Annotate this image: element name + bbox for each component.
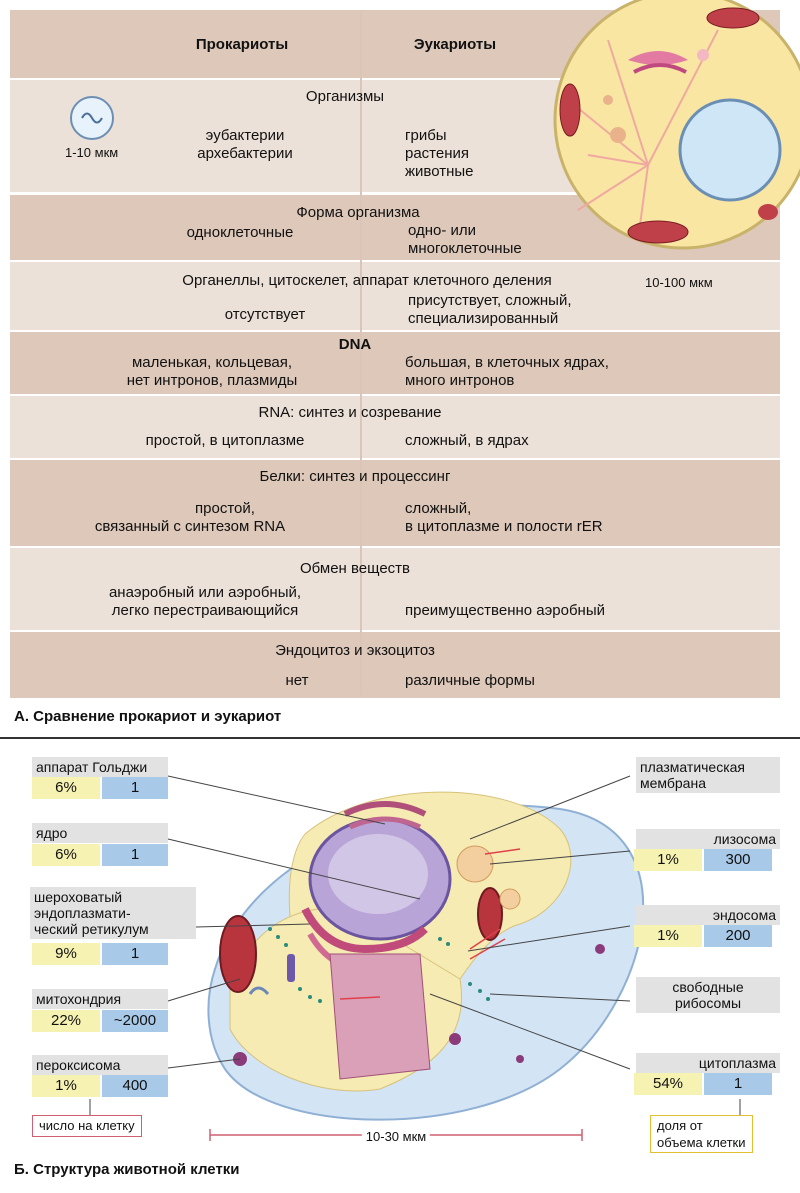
- euk-value: сложный,: [405, 500, 471, 518]
- row-title: Форма организма: [296, 204, 419, 222]
- nucleus-volume: 6%: [32, 844, 100, 866]
- prok-value: связанный с синтезом RNA: [95, 518, 285, 536]
- lysosome-volume: 1%: [634, 849, 702, 871]
- nucleus-label: ядро: [32, 823, 168, 843]
- rough-er-label-line: ческий ретикулум: [34, 921, 192, 937]
- rough-er-label-line: эндоплазмати-: [34, 905, 192, 921]
- row-title: Обмен веществ: [300, 560, 410, 578]
- free-ribosomes-label-line: свободные: [640, 979, 776, 995]
- cytoplasm-count: 1: [704, 1073, 772, 1095]
- euk-value: животные: [405, 163, 474, 181]
- euk-value: растения: [405, 145, 469, 163]
- prok-value: анаэробный или аэробный,: [109, 584, 301, 602]
- row-band: [10, 332, 780, 394]
- euk-value: много интронов: [405, 372, 514, 390]
- nucleus-count: 1: [102, 844, 168, 866]
- mitochondrion-label: митохондрия: [32, 989, 168, 1009]
- prokaryote-size: 1-10 мкм: [65, 144, 118, 162]
- eukaryote-cell-illustration: [548, 0, 800, 260]
- peroxisome-count: 400: [102, 1075, 168, 1097]
- mitochondrion-count: ~2000: [102, 1010, 168, 1032]
- section-b-caption: Б. Структура животной клетки: [14, 1161, 240, 1179]
- prok-value: маленькая, кольцевая,: [132, 354, 292, 372]
- legend-volume-line: объема клетки: [657, 1134, 746, 1151]
- euk-value: в цитоплазме и полости rER: [405, 518, 603, 536]
- golgi-count: 1: [102, 777, 168, 799]
- prok-value: простой, в цитоплазме: [146, 432, 305, 450]
- prok-euk-comparison: Прокариоты Эукариоты 1-10 мкм 10-100 мкм…: [0, 0, 800, 737]
- euk-value: многоклеточные: [408, 240, 522, 258]
- rough-er-label-line: шероховатый: [34, 889, 192, 905]
- endosome-label: эндосома: [636, 905, 780, 925]
- golgi-volume: 6%: [32, 777, 100, 799]
- prok-value: простой,: [195, 500, 255, 518]
- row-title: Организмы: [306, 88, 384, 106]
- endosome-count: 200: [704, 925, 772, 947]
- row-title: Белки: синтез и процессинг: [260, 468, 451, 486]
- eukaryote-size: 10-100 мкм: [645, 274, 713, 292]
- mitochondrion-volume: 22%: [32, 1010, 100, 1032]
- row-title: DNA: [339, 336, 372, 354]
- free-ribosomes-label-line: рибосомы: [640, 995, 776, 1011]
- prokaryote-cell-illustration: [68, 94, 116, 142]
- row-title: RNA: синтез и созревание: [258, 404, 441, 422]
- scale-bar-label: 10-30 мкм: [362, 1128, 430, 1146]
- plasma-membrane-label: плазматическая мембрана: [636, 757, 780, 793]
- golgi-label: аппарат Гольджи: [32, 757, 168, 777]
- euk-value: специализированный: [408, 310, 558, 328]
- header-eukaryotes: Эукариоты: [414, 36, 496, 54]
- section-a-caption: А. Сравнение прокариот и эукариот: [14, 708, 281, 726]
- row-title: Эндоцитоз и экзоцитоз: [275, 642, 435, 660]
- rough-er-count: 1: [102, 943, 168, 965]
- legend-count-per-cell: число на клетку: [32, 1115, 142, 1137]
- euk-value: большая, в клеточных ядрах,: [405, 354, 609, 372]
- rough-er-label: шероховатый эндоплазмати- ческий ретикул…: [30, 887, 196, 939]
- peroxisome-label: пероксисома: [32, 1055, 168, 1075]
- plasma-membrane-label-line: мембрана: [640, 775, 776, 791]
- euk-value: одно- или: [408, 222, 476, 240]
- plasma-membrane-label-line: плазматическая: [640, 759, 776, 775]
- lysosome-count: 300: [704, 849, 772, 871]
- prok-value: эубактерии: [206, 127, 285, 145]
- euk-value: грибы: [405, 127, 447, 145]
- prok-value: архебактерии: [197, 145, 293, 163]
- row-title: Органеллы, цитоскелет, аппарат клеточног…: [182, 272, 551, 290]
- euk-value: присутствует, сложный,: [408, 292, 572, 310]
- free-ribosomes-label: свободные рибосомы: [636, 977, 780, 1013]
- cytoplasm-volume: 54%: [634, 1073, 702, 1095]
- prok-value: нет интронов, плазмиды: [127, 372, 297, 390]
- header-prokaryotes: Прокариоты: [196, 36, 288, 54]
- legend-volume-line: доля от: [657, 1117, 746, 1134]
- euk-value: различные формы: [405, 672, 535, 690]
- animal-cell-structure: аппарат Гольджи 6% 1 ядро 6% 1 шероховат…: [0, 737, 800, 1193]
- cytoplasm-label: цитоплазма: [636, 1053, 780, 1073]
- rough-er-volume: 9%: [32, 943, 100, 965]
- prok-value: легко перестраивающийся: [112, 602, 299, 620]
- endosome-volume: 1%: [634, 925, 702, 947]
- prok-value: нет: [286, 672, 309, 690]
- lysosome-label: лизосома: [636, 829, 780, 849]
- legend-volume-share: доля от объема клетки: [650, 1115, 753, 1153]
- euk-value: преимущественно аэробный: [405, 602, 605, 620]
- prok-value: отсутствует: [225, 306, 305, 324]
- prok-value: одноклеточные: [187, 224, 294, 242]
- euk-value: сложный, в ядрах: [405, 432, 529, 450]
- peroxisome-volume: 1%: [32, 1075, 100, 1097]
